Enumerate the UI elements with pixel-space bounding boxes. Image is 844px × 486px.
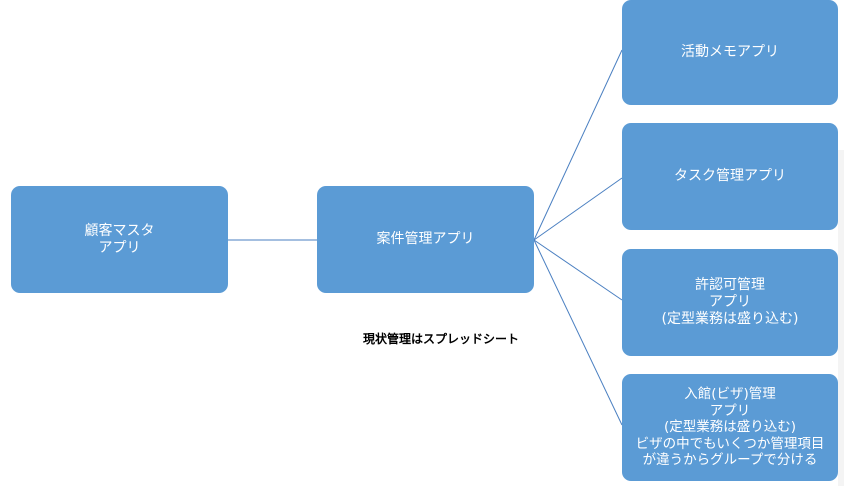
permit-management-app-label: 許認可管理 アプリ (定型業務は盛り込む)	[661, 277, 799, 327]
edge-case-permit	[533, 239, 623, 301]
customer-master-app-label: 顧客マスタ アプリ	[84, 222, 155, 256]
activity-memo-app-label: 活動メモアプリ	[681, 44, 779, 60]
visa-management-app-label: 入館(ビザ)管理 アプリ (定型業務は盛り込む) ビザの中でもいくつか管理項目 …	[635, 386, 825, 469]
edge-case-task	[533, 177, 623, 241]
current-state-caption: 現状管理はスプレッドシート	[363, 332, 520, 346]
window-edge-strip	[838, 150, 844, 486]
case-management-app-node[interactable]: 案件管理アプリ	[317, 186, 534, 293]
task-management-app-label: タスク管理アプリ	[674, 168, 786, 184]
activity-memo-app-node[interactable]: 活動メモアプリ	[622, 0, 838, 105]
task-management-app-node[interactable]: タスク管理アプリ	[622, 123, 838, 230]
visa-management-app-node[interactable]: 入館(ビザ)管理 アプリ (定型業務は盛り込む) ビザの中でもいくつか管理項目 …	[622, 374, 838, 481]
customer-master-app-node[interactable]: 顧客マスタ アプリ	[11, 186, 228, 293]
edge-case-visa	[533, 239, 623, 426]
permit-management-app-node[interactable]: 許認可管理 アプリ (定型業務は盛り込む)	[622, 249, 838, 356]
edge-case-activity	[533, 49, 623, 241]
case-management-app-label: 案件管理アプリ	[376, 231, 475, 247]
